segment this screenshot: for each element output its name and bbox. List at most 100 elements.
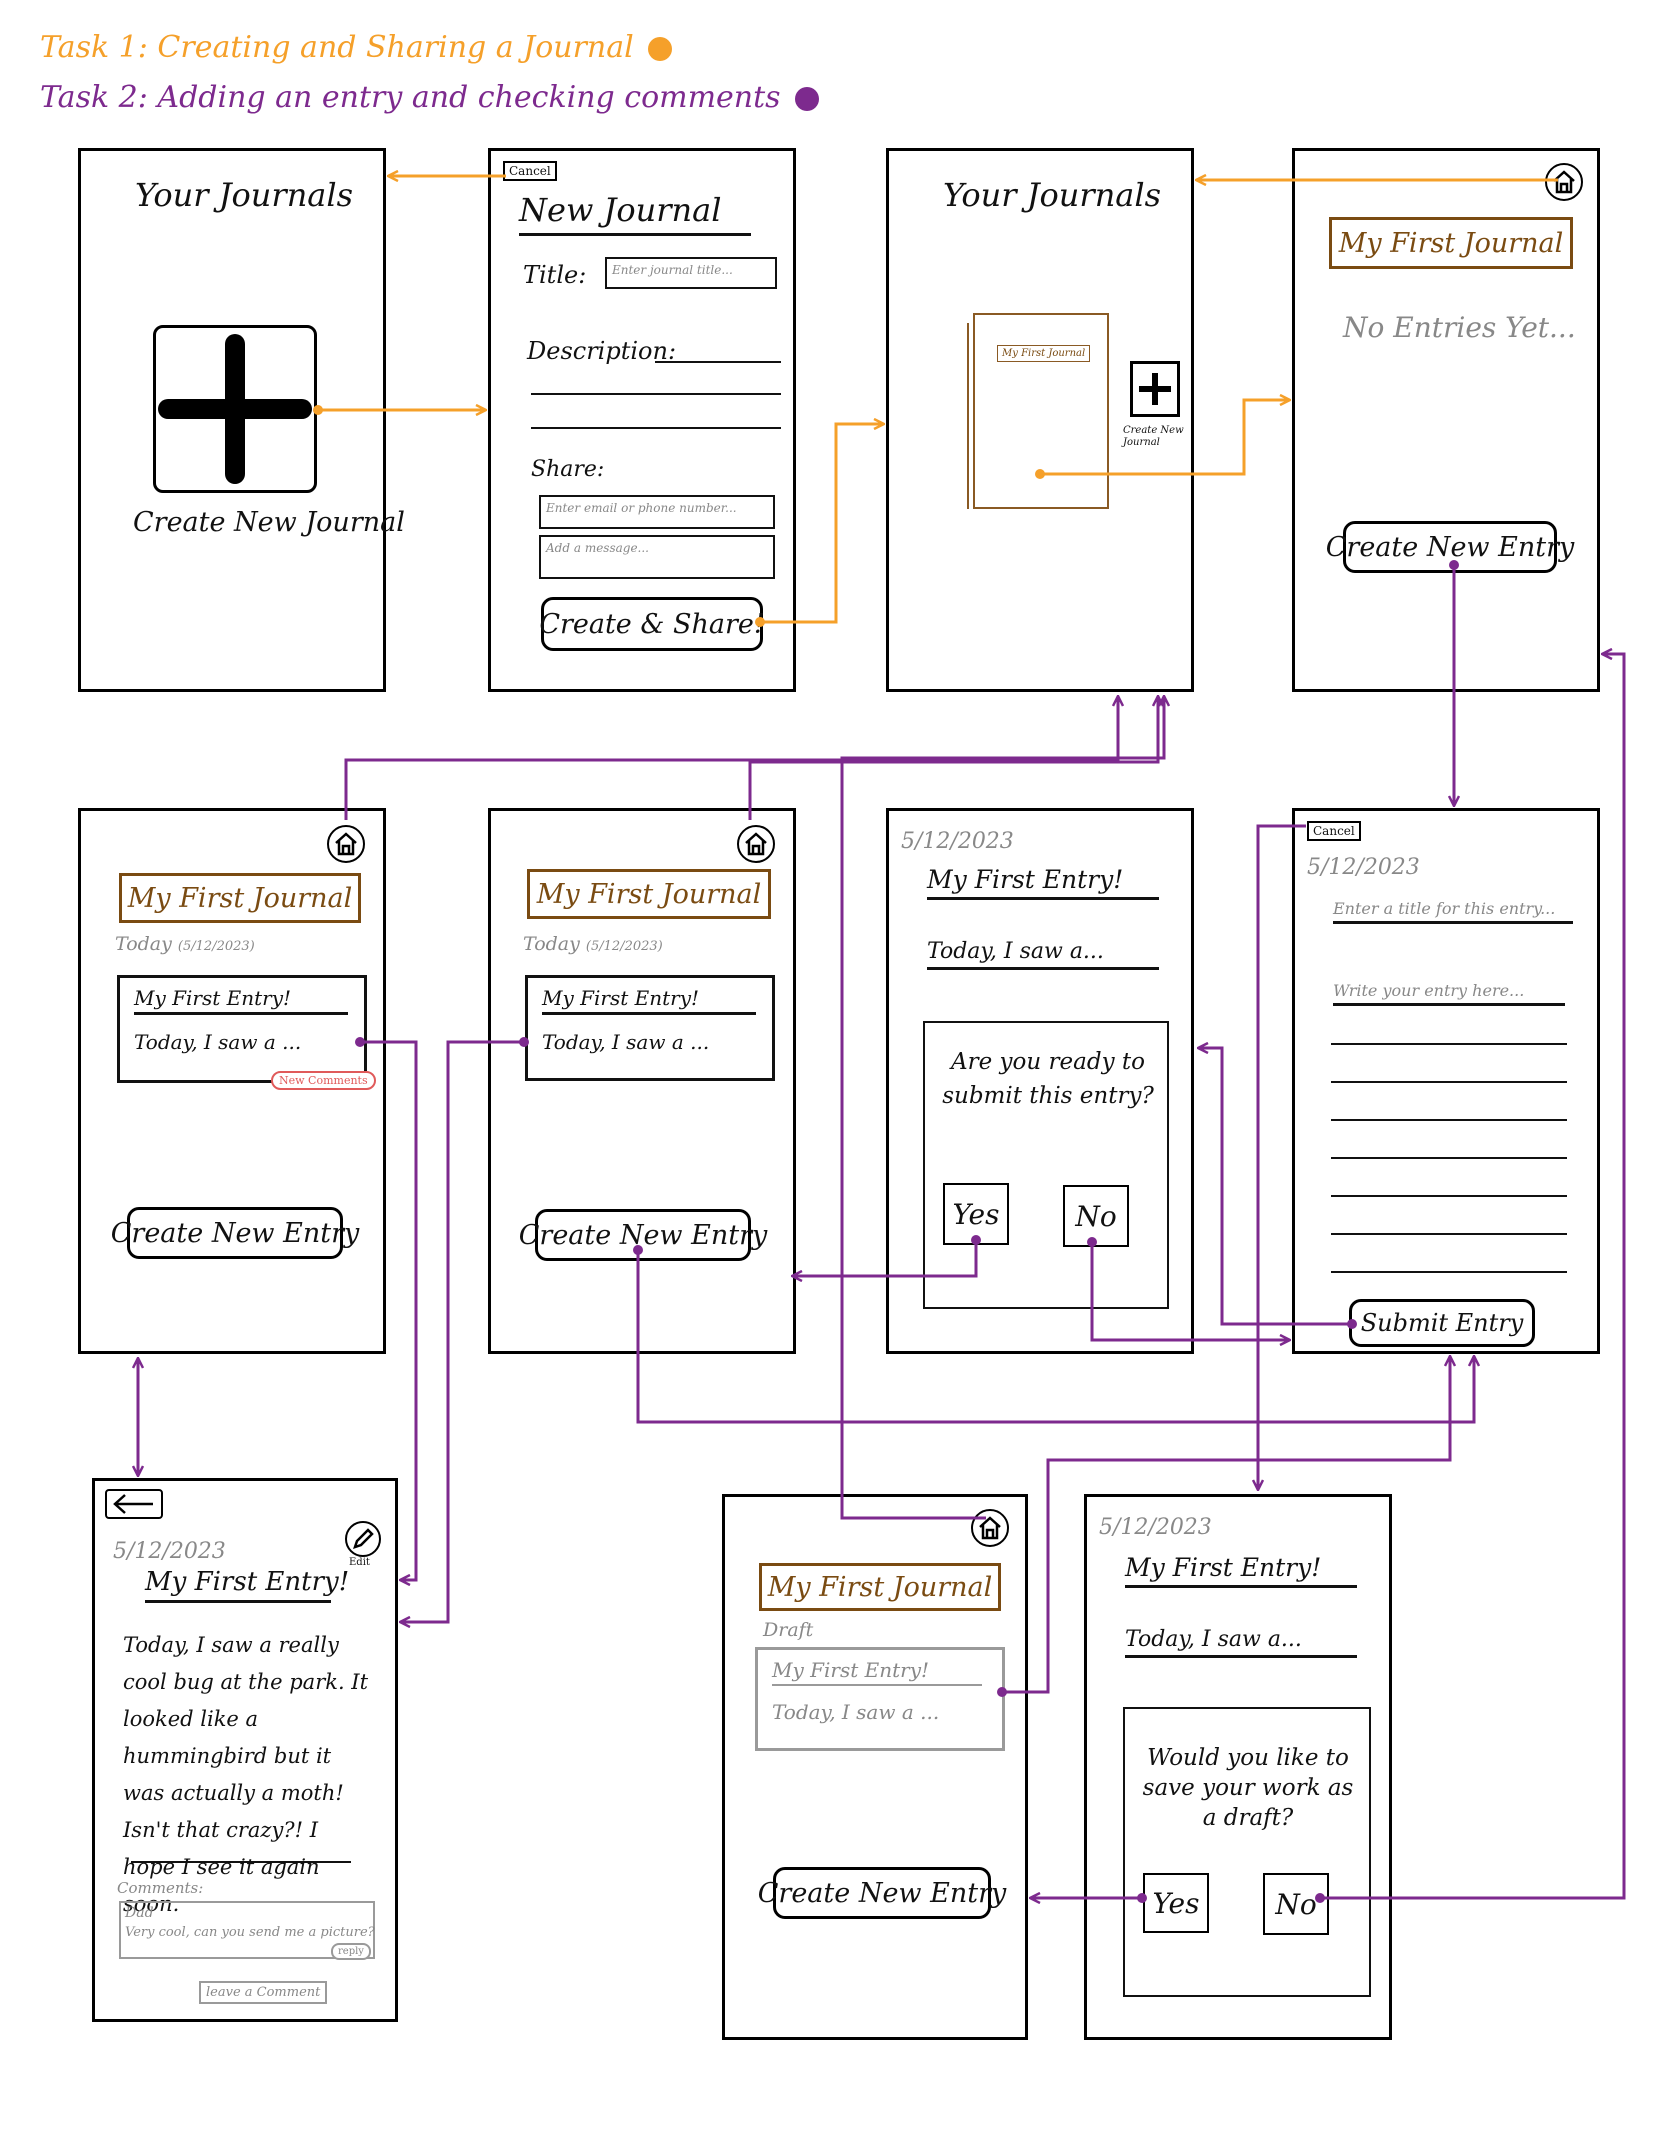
screen-journal-with-entry: My First Journal Today (5/12/2023) My Fi… (488, 808, 796, 1354)
share-contact-input[interactable]: Enter email or phone number... (539, 495, 775, 529)
entry-card[interactable]: My First Entry! Today, I saw a ... (117, 975, 367, 1083)
back-button[interactable] (105, 1489, 163, 1519)
comment-card: Dad Very cool, can you send me a picture… (119, 1901, 375, 1959)
date-group-label: Today (5/12/2023) (523, 933, 663, 955)
journal-cover[interactable]: My First Journal (967, 313, 1109, 509)
no-button[interactable]: No (1063, 1185, 1129, 1247)
journal-title: My First Journal (1329, 217, 1573, 269)
journal-title: My First Journal (119, 873, 361, 923)
entry-body-line[interactable] (1331, 1157, 1567, 1159)
purple-dot-icon (794, 87, 819, 111)
entry-body-line[interactable] (1331, 1233, 1567, 1235)
screen-new-journal: Cancel New Journal Title: Enter journal … (488, 148, 796, 692)
leave-comment-button[interactable]: leave a Comment (199, 1981, 328, 2004)
draft-entry-card[interactable]: My First Entry! Today, I saw a ... (755, 1647, 1005, 1751)
entry-title-input[interactable]: Enter a title for this entry... (1333, 899, 1573, 924)
date-group-day: Today (115, 933, 172, 955)
no-button[interactable]: No (1263, 1873, 1329, 1935)
home-button[interactable] (971, 1509, 1009, 1547)
share-message-input[interactable]: Add a message... (539, 535, 775, 579)
empty-state-text: No Entries Yet... (1343, 311, 1576, 344)
arrow-home-e (344, 696, 1118, 820)
entry-date: 5/12/2023 (901, 829, 1014, 854)
entry-body-line[interactable] (1331, 1119, 1567, 1121)
legend-task-1: Task 1: Creating and Sharing a Journal (40, 30, 672, 65)
screen-journal-new-comments: My First Journal Today (5/12/2023) My Fi… (78, 808, 386, 1354)
home-icon (979, 1516, 1001, 1540)
create-entry-button[interactable]: Create New Entry (1326, 521, 1574, 573)
journal-title: My First Journal (527, 869, 771, 919)
create-entry-button[interactable]: Create New Entry (758, 1867, 1006, 1919)
home-icon (335, 832, 357, 856)
home-button[interactable] (737, 825, 775, 863)
confirm-dialog: Would you like to save your work as a dr… (1123, 1707, 1371, 1997)
entry-title: My First Entry! (772, 1658, 982, 1686)
create-new-journal-label: Create New Journal (1123, 425, 1184, 448)
home-button[interactable] (1545, 163, 1583, 201)
divider (131, 1861, 351, 1863)
new-comments-badge[interactable]: New Comments (271, 1071, 376, 1090)
create-entry-button[interactable]: Create New Entry (519, 1209, 767, 1261)
entry-preview: Today, I saw a... (927, 939, 1159, 970)
create-entry-button[interactable]: Create New Entry (111, 1207, 359, 1259)
entry-date: 5/12/2023 (1307, 855, 1420, 880)
legend-task-2: Task 2: Adding an entry and checking com… (40, 80, 819, 115)
comments-label: Comments: (117, 1879, 204, 1897)
submit-entry-button[interactable]: Submit Entry (1349, 1299, 1535, 1347)
description-line[interactable] (655, 361, 781, 363)
home-button[interactable] (327, 825, 365, 863)
back-arrow-icon (113, 1494, 153, 1514)
entry-card[interactable]: My First Entry! Today, I saw a ... (525, 975, 775, 1081)
description-line[interactable] (531, 393, 781, 395)
legend-task-1-text: Task 1: Creating and Sharing a Journal (40, 30, 634, 65)
reply-button[interactable]: reply (331, 1943, 371, 1960)
entry-preview: Today, I saw a ... (542, 1030, 710, 1054)
yes-button[interactable]: Yes (1143, 1873, 1209, 1933)
create-journal-label: Create New Journal (133, 507, 405, 538)
arrow-home-f (748, 696, 1158, 820)
plus-icon (1139, 373, 1171, 405)
screen-submit-confirm: 5/12/2023 My First Entry! Today, I saw a… (886, 808, 1194, 1354)
entry-body: Today, I saw a really cool bug at the pa… (123, 1633, 369, 1916)
create-journal-button[interactable] (153, 325, 317, 493)
plus-icon (158, 334, 312, 484)
pencil-icon (353, 1528, 374, 1549)
entry-preview: Today, I saw a... (1125, 1627, 1357, 1658)
journal-title: My First Journal (759, 1563, 1001, 1611)
page-title: Your Journals (135, 176, 354, 214)
entry-date: 5/12/2023 (113, 1539, 226, 1564)
screen-new-entry: Cancel 5/12/2023 Enter a title for this … (1292, 808, 1600, 1354)
screen-your-journals-list: Your Journals My First Journal Create Ne… (886, 148, 1194, 692)
date-group-day: Today (523, 933, 580, 955)
description-label: Description: (527, 337, 677, 365)
description-line[interactable] (531, 427, 781, 429)
entry-body-line[interactable] (1331, 1195, 1567, 1197)
entry-body-line[interactable] (1331, 1043, 1567, 1045)
journal-title-input[interactable]: Enter journal title... (605, 257, 777, 289)
title-label: Title: (523, 261, 587, 289)
entry-body-line[interactable] (1331, 1081, 1567, 1083)
draft-label: Draft (763, 1619, 814, 1641)
legend-task-2-text: Task 2: Adding an entry and checking com… (40, 80, 781, 115)
date-group-date: (5/12/2023) (177, 939, 255, 954)
entry-title: My First Entry! (145, 1567, 349, 1603)
create-new-journal-button[interactable] (1130, 361, 1180, 417)
create-share-button[interactable]: Create & Share! (539, 597, 765, 651)
home-icon (1553, 170, 1575, 194)
page-title: New Journal (519, 191, 751, 236)
screen-your-journals-empty: Your Journals Create New Journal (78, 148, 405, 692)
entry-title: My First Entry! (1125, 1553, 1357, 1588)
date-group-label: Today (5/12/2023) (115, 933, 255, 955)
edit-button[interactable] (345, 1521, 381, 1557)
yes-button[interactable]: Yes (943, 1183, 1009, 1245)
page-title: Your Journals (943, 176, 1162, 214)
cancel-button[interactable]: Cancel (1307, 821, 1361, 841)
comment-text: Very cool, can you send me a picture? (125, 1925, 375, 1940)
confirm-dialog: Are you ready to submit this entry? Yes … (923, 1021, 1169, 1309)
entry-body-input[interactable]: Write your entry here... (1333, 981, 1565, 1006)
entry-date: 5/12/2023 (1099, 1515, 1212, 1540)
screen-entry-detail: Edit 5/12/2023 My First Entry! Today, I … (92, 1478, 398, 2022)
entry-body-line[interactable] (1331, 1271, 1567, 1273)
cancel-button[interactable]: Cancel (503, 161, 557, 181)
entry-title: My First Entry! (542, 986, 756, 1015)
